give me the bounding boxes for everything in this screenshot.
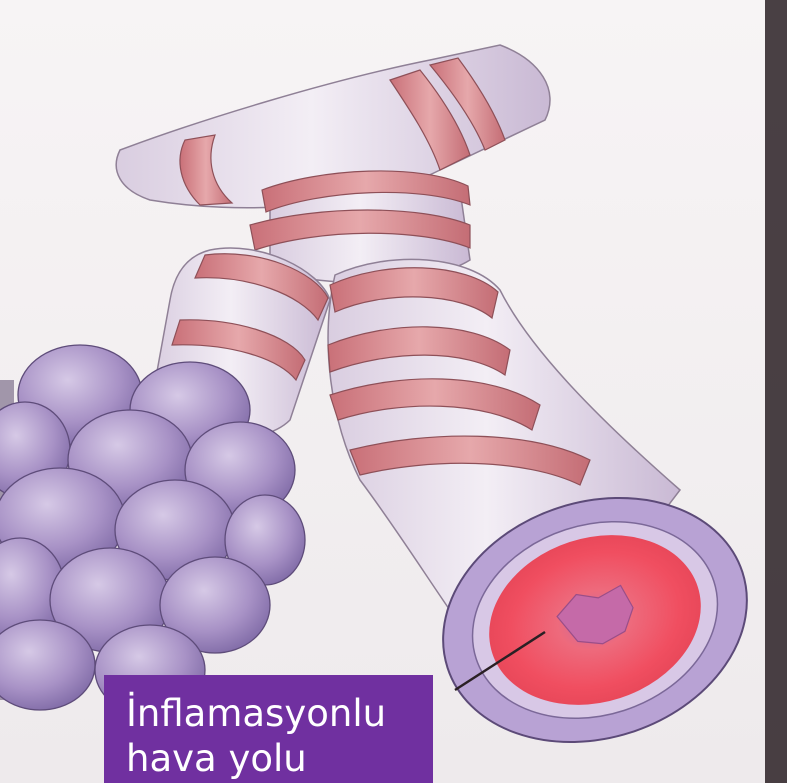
caption-line-1: İnflamasyonlu — [126, 691, 433, 736]
caption-line-2: hava yolu — [126, 736, 433, 781]
caption-label: İnflamasyonlu hava yolu — [104, 675, 433, 783]
right-edge-shadow — [765, 0, 787, 783]
